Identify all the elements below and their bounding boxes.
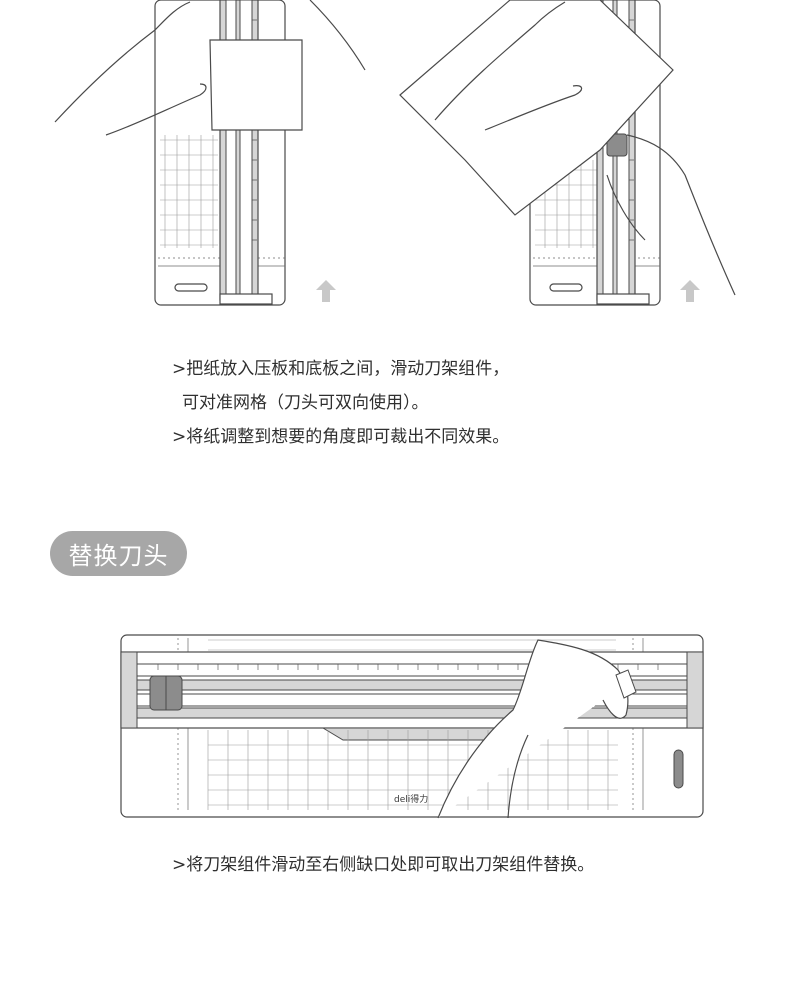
instruction-bottom: >将刀架组件滑动至右侧缺口处即可取出刀架组件替换。 [172,855,595,875]
illustration-trimmer-straight-cut [54,0,366,306]
instructions-top: >把纸放入压板和底板之间，滑动刀架组件， 可对准网格（刀头可双向使用）。 >将纸… [172,352,509,454]
instruction-line-3: >将纸调整到想要的角度即可裁出不同效果。 [172,427,510,447]
section-title-badge: 替换刀头 [50,531,187,576]
illustration-blade-replacement: deli得力 [120,634,704,819]
instruction-line-2: 可对准网格（刀头可双向使用）。 [182,393,429,413]
brand-logo: deli得力 [394,793,428,805]
instruction-line-1: >把纸放入压板和底板之间，滑动刀架组件， [172,359,510,379]
illustration-trimmer-angled-cut [399,0,736,306]
section-title: 替换刀头 [68,542,169,570]
